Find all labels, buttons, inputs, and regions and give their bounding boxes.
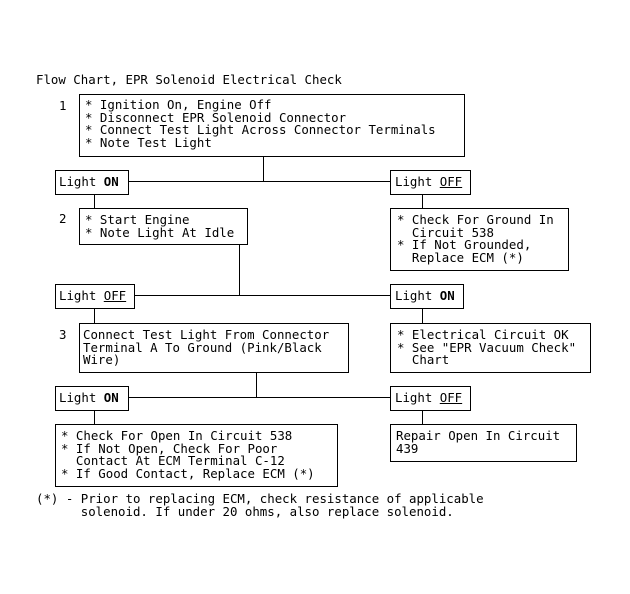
step-3-line: Connect Test Light From Connector bbox=[83, 327, 330, 342]
condition-prefix: Light bbox=[395, 288, 440, 303]
repair-open-box: Repair Open In Circuit 439 bbox=[390, 424, 577, 462]
step-1-number: 1 bbox=[59, 98, 67, 113]
open-check-line: * If Not Open, Check For Poor bbox=[61, 440, 278, 456]
light-on-state: ON bbox=[439, 288, 455, 303]
ground-check-line: Replace ECM (*) bbox=[397, 249, 524, 265]
light-off-box: Light OFF bbox=[55, 284, 135, 309]
light-off-state: OFF bbox=[439, 174, 463, 189]
repair-open-line: Repair Open In Circuit bbox=[396, 428, 561, 443]
ground-check-line: * Check For Ground In bbox=[397, 212, 554, 227]
connector-line bbox=[263, 157, 264, 182]
step-1-line: * Note Test Light bbox=[85, 134, 212, 150]
connector-line bbox=[94, 195, 95, 208]
condition-prefix: Light bbox=[59, 288, 104, 303]
step-3-box: Connect Test Light From Connector Termin… bbox=[79, 323, 349, 373]
step-2-box: * Start Engine * Note Light At Idle bbox=[79, 208, 248, 245]
circuit-ok-line: Chart bbox=[397, 352, 450, 368]
step-1-box: * Ignition On, Engine Off * Disconnect E… bbox=[79, 94, 465, 157]
light-off-box: Light OFF bbox=[390, 170, 471, 195]
open-check-line: Contact At ECM Terminal C-12 bbox=[61, 453, 285, 469]
light-off-state: OFF bbox=[439, 390, 463, 405]
step-1-line: * Disconnect EPR Solenoid Connector bbox=[85, 109, 347, 125]
step-3-number: 3 bbox=[59, 327, 67, 342]
circuit-ok-line: * Electrical Circuit OK bbox=[397, 327, 569, 342]
condition-prefix: Light bbox=[395, 390, 440, 405]
footnote-line: (*) - Prior to replacing ECM, check resi… bbox=[36, 491, 484, 506]
open-check-line: * Check For Open In Circuit 538 bbox=[61, 428, 293, 443]
connector-line bbox=[422, 411, 423, 424]
connector-line bbox=[256, 373, 257, 398]
condition-prefix: Light bbox=[395, 174, 440, 189]
light-on-box: Light ON bbox=[55, 170, 129, 195]
flowchart-title: Flow Chart, EPR Solenoid Electrical Chec… bbox=[36, 72, 342, 87]
light-on-box: Light ON bbox=[390, 284, 464, 309]
step-3-line: Wire) bbox=[83, 352, 121, 368]
footnote-line: solenoid. If under 20 ohms, also replace… bbox=[36, 504, 454, 519]
connector-line bbox=[94, 309, 95, 323]
open-check-line: * If Good Contact, Replace ECM (*) bbox=[61, 465, 315, 481]
connector-line bbox=[94, 411, 95, 424]
step-1-line: * Ignition On, Engine Off bbox=[85, 97, 272, 112]
ground-check-line: Circuit 538 bbox=[397, 224, 494, 240]
condition-prefix: Light bbox=[59, 390, 104, 405]
step-2-line: * Start Engine bbox=[85, 212, 190, 227]
condition-prefix: Light bbox=[59, 174, 104, 189]
connector-line bbox=[422, 309, 423, 323]
branch-line bbox=[134, 295, 391, 296]
light-off-state: OFF bbox=[103, 288, 127, 303]
connector-line bbox=[422, 195, 423, 208]
light-off-box: Light OFF bbox=[390, 386, 471, 411]
step-1-line: * Connect Test Light Across Connector Te… bbox=[85, 122, 436, 138]
branch-line bbox=[128, 397, 391, 398]
step-3-line: Terminal A To Ground (Pink/Black bbox=[83, 339, 322, 355]
ground-check-line: * If Not Grounded, bbox=[397, 237, 532, 253]
light-on-box: Light ON bbox=[55, 386, 129, 411]
light-on-state: ON bbox=[103, 174, 119, 189]
branch-line bbox=[128, 181, 391, 182]
ground-check-box: * Check For Ground In Circuit 538 * If N… bbox=[390, 208, 569, 271]
repair-open-line: 439 bbox=[396, 440, 419, 456]
step-2-number: 2 bbox=[59, 211, 67, 226]
open-check-box: * Check For Open In Circuit 538 * If Not… bbox=[55, 424, 338, 487]
circuit-ok-line: * See "EPR Vacuum Check" bbox=[397, 339, 577, 355]
connector-line bbox=[239, 245, 240, 296]
light-on-state: ON bbox=[103, 390, 119, 405]
step-2-line: * Note Light At Idle bbox=[85, 224, 235, 240]
circuit-ok-box: * Electrical Circuit OK * See "EPR Vacuu… bbox=[390, 323, 591, 373]
